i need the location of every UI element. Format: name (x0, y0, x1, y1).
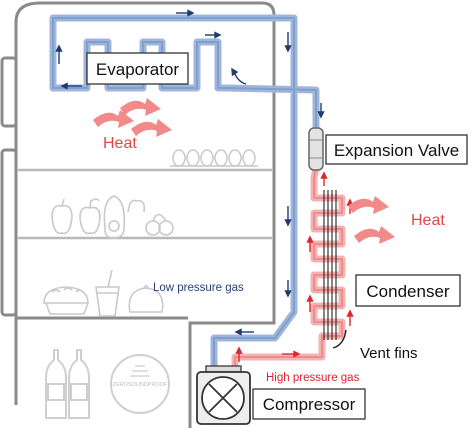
heat-label-left: Heat (103, 135, 137, 152)
vent-fins-pointer (332, 329, 347, 349)
flow-arrows-red (235, 171, 354, 362)
flow-arrow-up-left (55, 44, 63, 64)
evaporator-label-box: Evaporator (86, 52, 189, 85)
flow-arrow-red-up-5 (346, 309, 354, 326)
flow-arrow-red-right (282, 350, 301, 358)
heat-wave-arrow-icon (93, 98, 395, 244)
bottles-icon (45, 349, 90, 419)
vent-fins-label: Vent fins (360, 345, 418, 362)
flow-arrow-red-up-2 (306, 235, 314, 252)
brand-logo-text: ZEROSOUNDPROOF (113, 382, 168, 388)
evaporator-label: Evaporator (96, 60, 179, 79)
expansion-valve-label: Expansion Valve (334, 141, 459, 160)
bun-icon (128, 284, 164, 313)
drink-cup-icon (95, 269, 120, 317)
hot-pipe (231, 164, 346, 370)
high-pressure-gas-label: High pressure gas (266, 372, 360, 384)
flow-arrow-top-right (176, 9, 195, 17)
expansion-valve-icon (308, 127, 324, 171)
flow-arrow-red-up-1 (306, 294, 314, 312)
flow-arrow-red-up-3 (320, 171, 328, 186)
eggs-icon (170, 149, 258, 167)
flow-arrow-red-up-6 (235, 346, 243, 362)
low-pressure-gas-label: Low pressure gas (153, 282, 244, 294)
compressor-label-box: Compressor (252, 388, 366, 420)
fridge-shelves (18, 168, 272, 240)
flow-arrow-down-right-top (284, 32, 292, 53)
condenser-label-box: Condenser (355, 274, 461, 307)
fridge-body (0, 1, 276, 428)
flow-arrow-left-bottom (60, 82, 82, 90)
flow-arrow-down-right-low (284, 280, 292, 298)
cake-icon (43, 286, 89, 315)
expansion-valve-label-box: Expansion Valve (325, 134, 468, 165)
heat-label-right: Heat (411, 212, 445, 229)
flow-arrow-curved-up (231, 67, 247, 85)
flow-arrow-top-right-2 (205, 31, 222, 39)
brand-logo: ZEROSOUNDPROOF (110, 354, 170, 414)
compressor-icon (196, 365, 251, 425)
flow-arrow-down-valve (317, 103, 325, 119)
condenser-label: Condenser (366, 282, 450, 301)
flow-arrow-left-lower (234, 328, 254, 336)
vent-fins-icon (323, 190, 337, 340)
flow-arrow-down-right-mid (284, 206, 292, 227)
compressor-label: Compressor (263, 395, 356, 414)
fruits-icon (51, 195, 174, 239)
flow-arrows-blue (55, 9, 325, 336)
